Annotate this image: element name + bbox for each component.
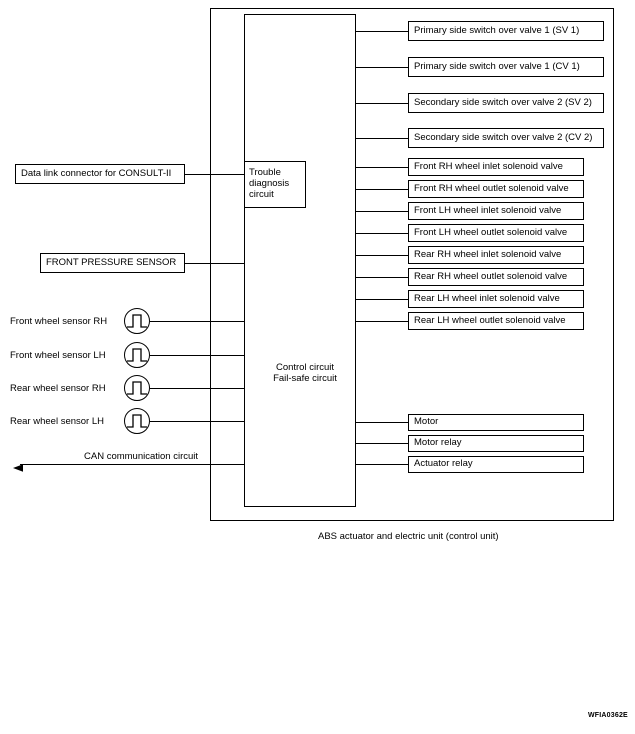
output-line-solenoid-0	[356, 167, 408, 168]
front-pressure-sensor-label: FRONT PRESSURE SENSOR	[46, 256, 177, 268]
output-line-solenoid-2	[356, 211, 408, 212]
output-line-solenoid-4	[356, 255, 408, 256]
data-link-connector-line	[185, 174, 244, 175]
can-arrow-icon	[13, 460, 25, 478]
pulse-wave-icon	[124, 342, 150, 368]
output-label-valve-1: Primary side switch over valve 1 (CV 1)	[414, 60, 580, 72]
wheel-sensor-label-rear-rh: Rear wheel sensor RH	[10, 383, 106, 394]
can-communication-label: CAN communication circuit	[84, 451, 199, 462]
wheel-sensor-line-rear-lh	[150, 421, 244, 422]
front-pressure-sensor-box: FRONT PRESSURE SENSOR	[40, 253, 185, 273]
output-box-solenoid-0: Front RH wheel inlet solenoid valve	[408, 158, 584, 176]
data-link-connector-box: Data link connector for CONSULT-II	[15, 164, 185, 184]
output-box-actuator-2: Actuator relay	[408, 456, 584, 473]
control-circuit-label: Control circuit Fail-safe circuit	[273, 362, 337, 384]
output-box-solenoid-3: Front LH wheel outlet solenoid valve	[408, 224, 584, 242]
output-label-solenoid-1: Front RH wheel outlet solenoid valve	[414, 182, 569, 194]
data-link-connector-label: Data link connector for CONSULT-II	[21, 167, 172, 179]
output-label-valve-0: Primary side switch over valve 1 (SV 1)	[414, 24, 580, 36]
wheel-sensor-label-front-rh: Front wheel sensor RH	[10, 316, 108, 327]
output-box-solenoid-6: Rear LH wheel inlet solenoid valve	[408, 290, 584, 308]
wheel-sensor-line-front-lh	[150, 355, 244, 356]
output-box-solenoid-5: Rear RH wheel outlet solenoid valve	[408, 268, 584, 286]
output-label-actuator-1: Motor relay	[414, 437, 462, 449]
output-box-valve-0: Primary side switch over valve 1 (SV 1)	[408, 21, 604, 41]
output-line-solenoid-7	[356, 321, 408, 322]
figure-code: WFIA0362E	[588, 712, 628, 719]
output-box-solenoid-1: Front RH wheel outlet solenoid valve	[408, 180, 584, 198]
abs-unit-boundary	[210, 8, 614, 521]
output-box-actuator-0: Motor	[408, 414, 584, 431]
output-label-valve-3: Secondary side switch over valve 2 (CV 2…	[414, 131, 593, 143]
output-line-solenoid-5	[356, 277, 408, 278]
output-line-solenoid-1	[356, 189, 408, 190]
output-label-solenoid-3: Front LH wheel outlet solenoid valve	[414, 226, 568, 238]
output-label-solenoid-7: Rear LH wheel outlet solenoid valve	[414, 314, 566, 326]
output-line-solenoid-3	[356, 233, 408, 234]
pulse-wave-icon	[124, 308, 150, 334]
output-line-actuator-1	[356, 443, 408, 444]
pulse-wave-icon	[124, 375, 150, 401]
control-circuit-label-wrap: Control circuit Fail-safe circuit	[260, 362, 350, 385]
output-line-valve-0	[356, 31, 408, 32]
output-label-solenoid-0: Front RH wheel inlet solenoid valve	[414, 160, 563, 172]
pulse-wave-icon	[124, 408, 150, 434]
can-communication-line	[20, 464, 244, 465]
output-line-actuator-0	[356, 422, 408, 423]
wheel-sensor-line-rear-rh	[150, 388, 244, 389]
output-box-solenoid-4: Rear RH wheel inlet solenoid valve	[408, 246, 584, 264]
output-box-solenoid-2: Front LH wheel inlet solenoid valve	[408, 202, 584, 220]
wheel-sensor-label-rear-lh: Rear wheel sensor LH	[10, 416, 104, 427]
output-label-solenoid-5: Rear RH wheel outlet solenoid valve	[414, 270, 568, 282]
output-line-valve-2	[356, 103, 408, 104]
output-label-solenoid-6: Rear LH wheel inlet solenoid valve	[414, 292, 560, 304]
front-pressure-sensor-line	[185, 263, 244, 264]
output-line-actuator-2	[356, 464, 408, 465]
output-box-valve-1: Primary side switch over valve 1 (CV 1)	[408, 57, 604, 77]
output-box-valve-2: Secondary side switch over valve 2 (SV 2…	[408, 93, 604, 113]
wheel-sensor-line-front-rh	[150, 321, 244, 322]
trouble-diagnosis-circuit-box: Trouble diagnosis circuit	[244, 161, 306, 208]
output-box-actuator-1: Motor relay	[408, 435, 584, 452]
output-line-solenoid-6	[356, 299, 408, 300]
output-line-valve-1	[356, 67, 408, 68]
output-box-solenoid-7: Rear LH wheel outlet solenoid valve	[408, 312, 584, 330]
trouble-diagnosis-circuit-label: Trouble diagnosis circuit	[249, 167, 290, 200]
output-box-valve-3: Secondary side switch over valve 2 (CV 2…	[408, 128, 604, 148]
output-line-valve-3	[356, 138, 408, 139]
output-label-solenoid-2: Front LH wheel inlet solenoid valve	[414, 204, 562, 216]
output-label-valve-2: Secondary side switch over valve 2 (SV 2…	[414, 96, 592, 108]
figure-caption: ABS actuator and electric unit (control …	[318, 531, 499, 542]
output-label-solenoid-4: Rear RH wheel inlet solenoid valve	[414, 248, 562, 260]
output-label-actuator-2: Actuator relay	[414, 458, 473, 470]
control-unit-box	[244, 14, 356, 507]
output-label-actuator-0: Motor	[414, 416, 439, 428]
wheel-sensor-label-front-lh: Front wheel sensor LH	[10, 350, 106, 361]
